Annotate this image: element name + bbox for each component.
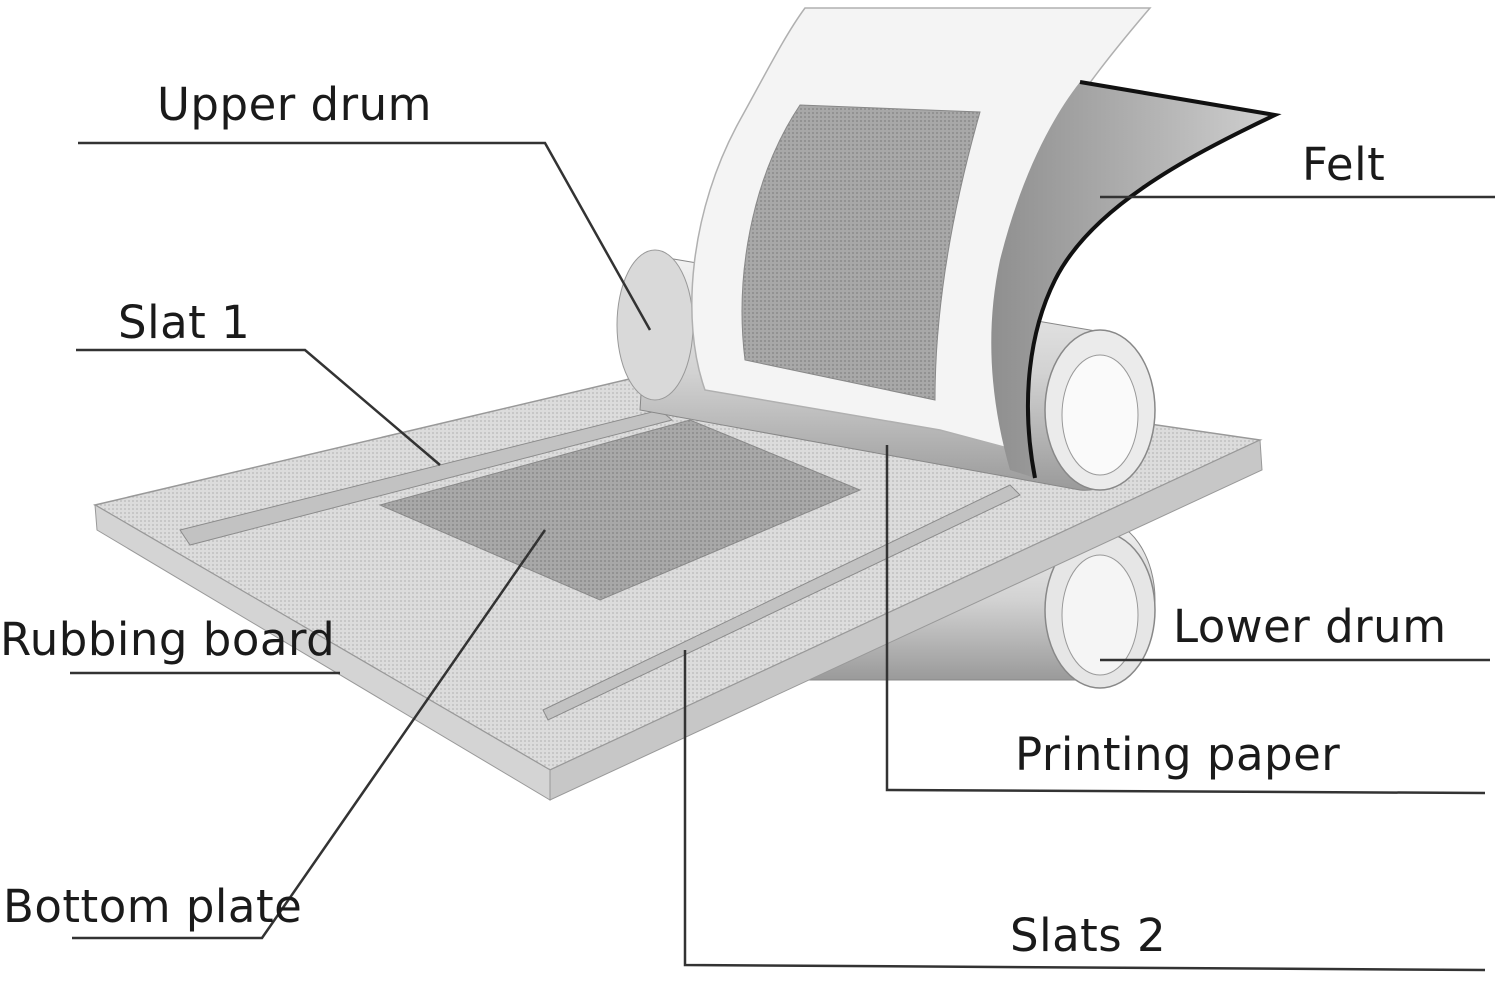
label-slats-2: Slats 2 [1010, 909, 1167, 962]
slat-1-shape [179, 409, 674, 546]
label-slat-1: Slat 1 [118, 296, 251, 349]
slats-2-shape [542, 484, 1021, 721]
label-upper-drum: Upper drum [157, 78, 432, 131]
upper-drum-end [1044, 329, 1156, 491]
bottom-plate-shape [378, 419, 862, 601]
label-felt: Felt [1302, 138, 1386, 191]
leader-slats-2 [683, 650, 1486, 972]
felt-shape [991, 80, 1282, 479]
label-bottom-plate: Bottom plate [3, 880, 303, 933]
leader-upper-drum [78, 141, 652, 331]
label-printing-paper: Printing paper [1015, 728, 1341, 781]
leader-lines [70, 141, 1495, 972]
label-rubbing-board: Rubbing board [0, 613, 336, 666]
leader-slat-1 [76, 348, 441, 466]
leader-printing-paper [885, 445, 1486, 795]
printing-paper-shape [691, 7, 1152, 452]
label-lower-drum: Lower drum [1173, 600, 1447, 653]
leader-bottom-plate [72, 529, 547, 940]
